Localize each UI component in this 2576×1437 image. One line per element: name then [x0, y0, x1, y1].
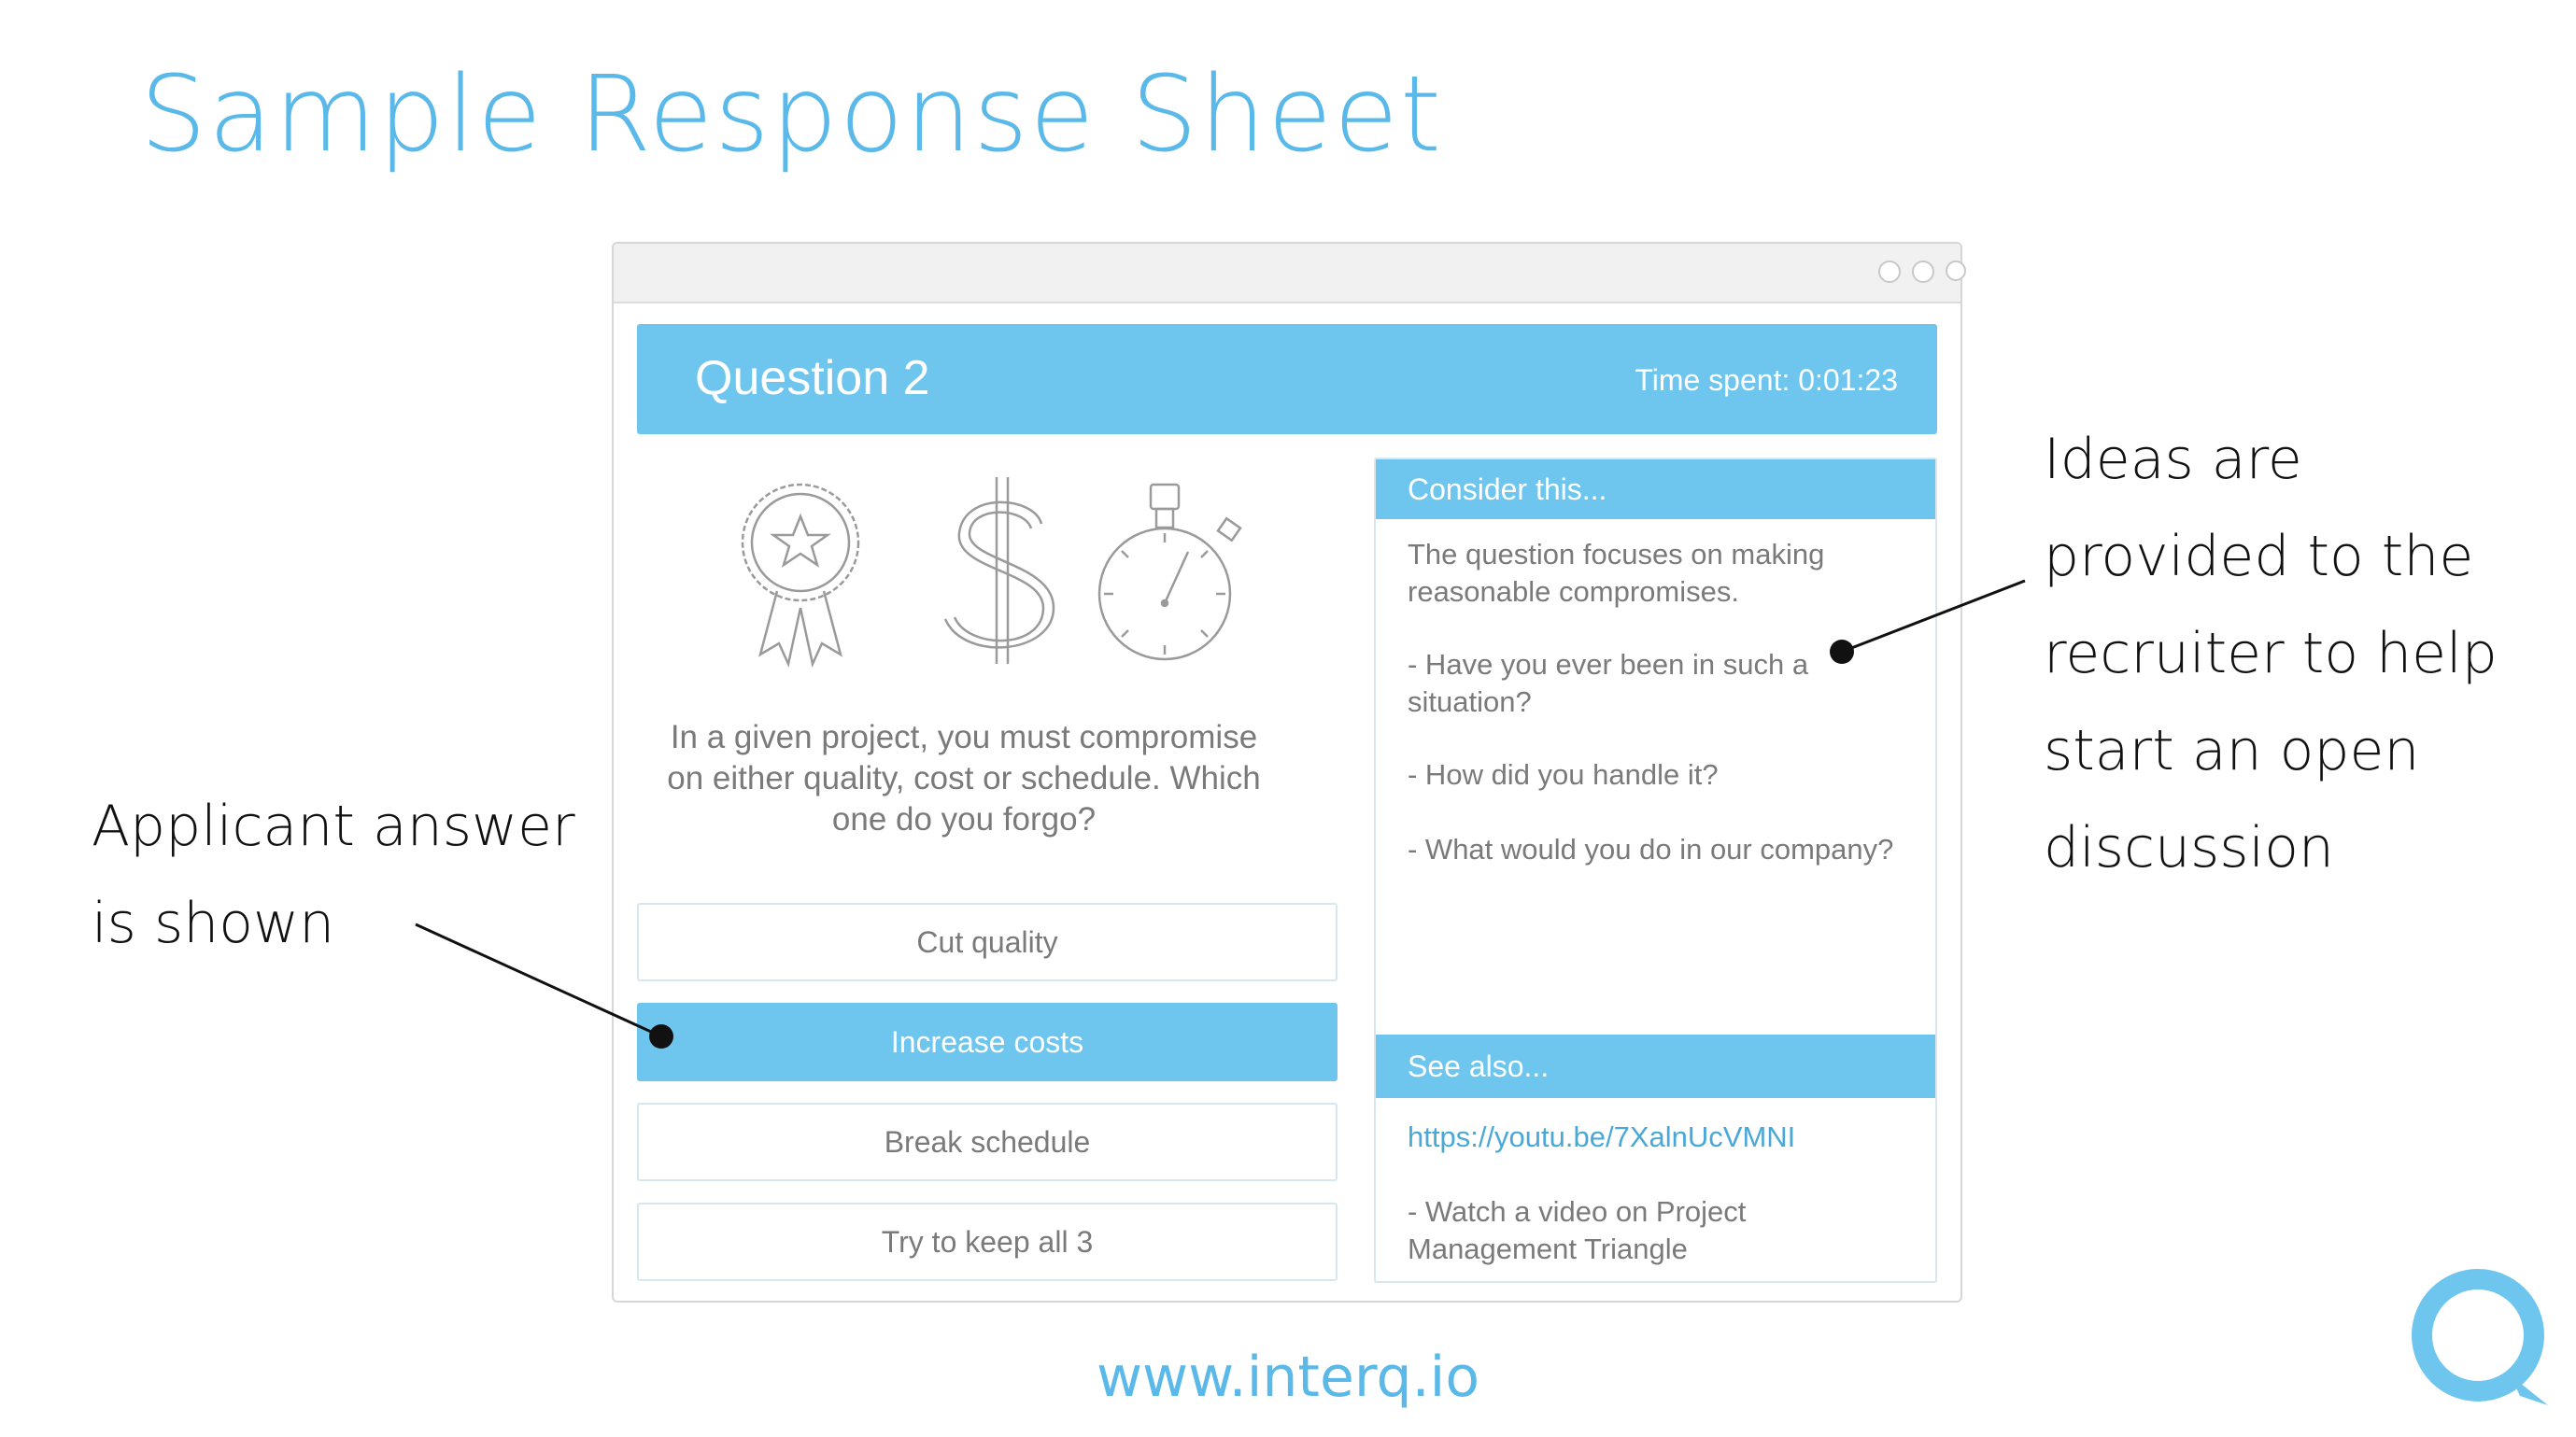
consider-prompt: - What would you do in our company? [1408, 833, 1894, 866]
option-break-schedule[interactable]: Break schedule [637, 1103, 1338, 1181]
window-titlebar [614, 244, 1966, 303]
consider-heading: Consider this... [1376, 459, 1935, 519]
annotation-line: start an open [2044, 718, 2420, 783]
award-ribbon-icon [741, 483, 860, 668]
slide-title: Sample Response Sheet [140, 54, 1443, 176]
annotation-line: Ideas are [2044, 427, 2302, 492]
question-header: Question 2 Time spent: 0:01:23 [637, 324, 1937, 434]
consider-prompt: - Have you ever been in such a situation… [1408, 648, 1809, 718]
interq-logo-icon [2412, 1269, 2548, 1405]
annotation-line: recruiter to help [2044, 621, 2498, 686]
footer-url: www.interq.io [1096, 1345, 1480, 1410]
window-control-dot[interactable] [1878, 261, 1901, 283]
recruiter-notes-panel: Consider this... The question focuses on… [1374, 458, 1937, 1283]
annotation-line: is shown [92, 891, 335, 956]
question-title: Question 2 [695, 351, 930, 405]
see-also-note: - Watch a video on Project Management Tr… [1408, 1195, 1747, 1265]
video-link[interactable]: https://youtu.be/7XalnUcVMNI [1408, 1120, 1796, 1153]
app-window: Question 2 Time spent: 0:01:23 [612, 242, 1966, 1303]
consider-intro: The question focuses on making reasonabl… [1408, 538, 1825, 608]
question-icons [741, 477, 1242, 668]
option-keep-all-3[interactable]: Try to keep all 3 [637, 1203, 1338, 1281]
time-spent: Time spent: 0:01:23 [1635, 363, 1898, 397]
window-control-dot[interactable] [1912, 261, 1934, 283]
consider-prompt: - How did you handle it? [1408, 758, 1719, 791]
window-control-dot[interactable] [1946, 261, 1966, 281]
question-text: In a given project, you must compromise … [667, 719, 1261, 838]
option-cut-quality[interactable]: Cut quality [637, 903, 1338, 981]
annotation-ideas: Ideas are provided to the recruiter to h… [2044, 411, 2498, 896]
stopwatch-icon [1097, 483, 1242, 661]
annotation-line: discussion [2044, 815, 2334, 881]
annotation-applicant-answer: Applicant answer is shown [92, 778, 575, 972]
annotation-line: Applicant answer [92, 794, 575, 859]
see-also-heading: See also... [1376, 1035, 1935, 1098]
annotation-line: provided to the [2044, 524, 2474, 589]
dollar-sign-icon [943, 477, 1055, 664]
option-increase-costs-selected[interactable]: Increase costs [637, 1003, 1338, 1081]
